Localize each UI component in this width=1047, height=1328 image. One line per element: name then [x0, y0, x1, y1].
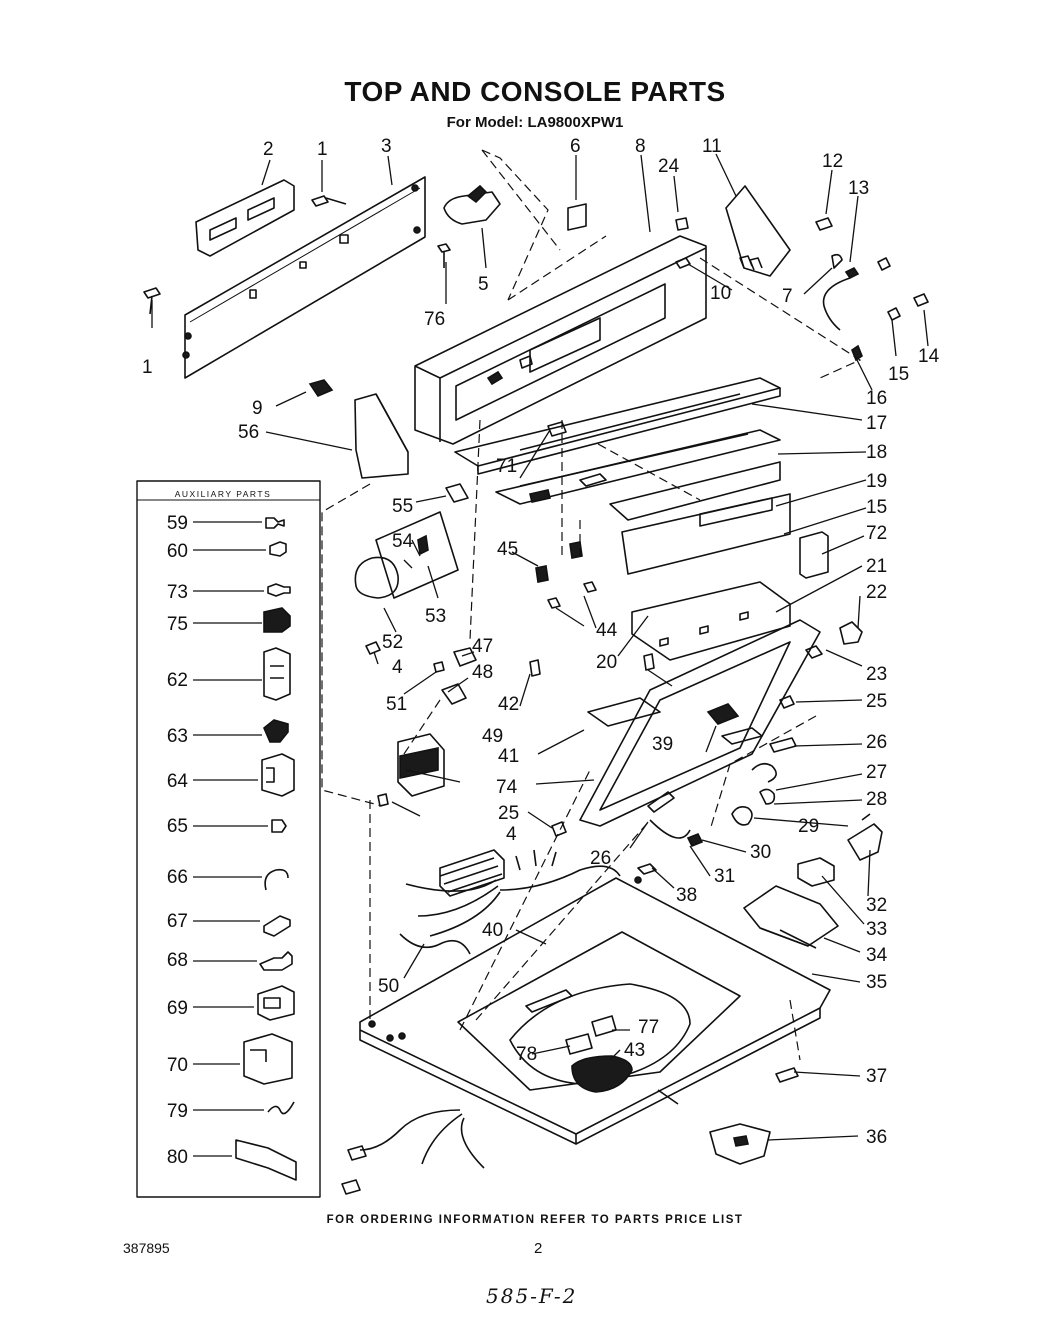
aux-item-label: 75	[167, 614, 188, 635]
auxiliary-parts-panel: AUXILIARY PARTS 59 60 73 75 62 63 64 65 …	[136, 480, 321, 1198]
callout-29: 29	[798, 816, 819, 837]
callout-39: 39	[652, 734, 673, 755]
callout-41: 41	[498, 746, 519, 767]
callout-3: 3	[381, 136, 392, 157]
callout-48: 48	[472, 662, 493, 683]
callout-1-top: 1	[317, 139, 328, 160]
callout-77: 77	[638, 1017, 659, 1038]
callout-25-right: 25	[866, 691, 887, 712]
callout-76: 76	[424, 309, 445, 330]
aux-item-label: 64	[167, 771, 189, 792]
callout-33: 33	[866, 919, 887, 940]
aux-item-label: 63	[167, 726, 188, 747]
callout-16: 16	[866, 388, 887, 409]
aux-part-drawings	[235, 517, 297, 1181]
document-number: 387895	[123, 1240, 170, 1256]
callout-14: 14	[918, 346, 940, 367]
callout-28: 28	[866, 789, 887, 810]
callout-leaders	[151, 153, 929, 1141]
console-assembly	[143, 176, 929, 947]
page-number: 2	[534, 1240, 543, 1257]
model-subtitle: For Model: LA9800XPW1	[446, 114, 624, 131]
assembly-lines	[321, 149, 862, 1061]
callout-30: 30	[750, 842, 771, 863]
callout-50: 50	[378, 976, 399, 997]
callout-7: 7	[782, 286, 793, 307]
callout-1-left: 1	[142, 357, 153, 378]
aux-item-label: 60	[167, 541, 188, 562]
callout-20: 20	[596, 652, 617, 673]
aux-item-label: 79	[167, 1101, 188, 1122]
callout-12: 12	[822, 151, 843, 172]
callout-10: 10	[710, 283, 731, 304]
callout-18: 18	[866, 442, 887, 463]
callout-22: 22	[866, 582, 887, 603]
aux-item-label: 59	[167, 513, 188, 534]
callout-6: 6	[570, 136, 581, 157]
callout-74: 74	[496, 777, 518, 798]
callout-21: 21	[866, 556, 887, 577]
callout-15-top: 15	[888, 364, 909, 385]
aux-item-label: 73	[167, 582, 188, 603]
callout-38: 38	[676, 885, 697, 906]
callout-19: 19	[866, 471, 887, 492]
aux-item-label: 69	[167, 998, 188, 1019]
callout-54: 54	[392, 531, 414, 552]
callout-26-right: 26	[866, 732, 887, 753]
callout-31: 31	[714, 866, 735, 887]
callout-42: 42	[498, 694, 519, 715]
page-title: TOP AND CONSOLE PARTS	[344, 76, 726, 107]
callout-40: 40	[482, 920, 503, 941]
callout-52: 52	[382, 632, 403, 653]
auxiliary-parts-heading: AUXILIARY PARTS	[175, 489, 272, 499]
callout-71: 71	[496, 456, 517, 477]
aux-item-label: 62	[167, 670, 188, 691]
callout-11: 11	[702, 136, 722, 157]
handwritten-note: 585-F-2	[486, 1284, 578, 1308]
callout-17: 17	[866, 413, 887, 434]
callout-4-mid: 4	[392, 657, 403, 678]
callout-37: 37	[866, 1066, 887, 1087]
callout-26-low: 26	[590, 848, 611, 869]
callout-51: 51	[386, 694, 407, 715]
callout-45: 45	[497, 539, 518, 560]
callout-8: 8	[635, 136, 646, 157]
callout-43: 43	[624, 1040, 645, 1061]
callout-35: 35	[866, 972, 887, 993]
ordering-info-note: FOR ORDERING INFORMATION REFER TO PARTS …	[326, 1214, 744, 1226]
aux-item-label: 67	[167, 911, 188, 932]
callout-25-left: 25	[498, 803, 519, 824]
callout-36: 36	[866, 1127, 887, 1148]
callout-72: 72	[866, 523, 887, 544]
aux-item-label: 70	[167, 1055, 188, 1076]
callout-44: 44	[596, 620, 618, 641]
callout-47: 47	[472, 636, 493, 657]
callout-27: 27	[866, 762, 887, 783]
callout-24: 24	[658, 156, 680, 177]
aux-item-label: 65	[167, 816, 188, 837]
aux-item-label: 66	[167, 867, 188, 888]
callout-34: 34	[866, 945, 888, 966]
callout-56: 56	[238, 422, 259, 443]
top-panel	[341, 849, 831, 1195]
callout-9: 9	[252, 398, 263, 419]
callout-labels: 2 1 3 6 8 24 11 12 13 5 7 10 76 1 14 15 …	[142, 136, 940, 1148]
callout-5: 5	[478, 274, 489, 295]
callout-32: 32	[866, 895, 887, 916]
callout-53: 53	[425, 606, 446, 627]
callout-13: 13	[848, 178, 869, 199]
callout-2: 2	[263, 139, 274, 160]
aux-item-label: 68	[167, 950, 188, 971]
callout-15-mid: 15	[866, 497, 887, 518]
callout-78: 78	[516, 1044, 537, 1065]
aux-item-label: 80	[167, 1147, 188, 1168]
callout-49: 49	[482, 726, 503, 747]
callout-55: 55	[392, 496, 413, 517]
callout-23: 23	[866, 664, 887, 685]
callout-4-low: 4	[506, 824, 517, 845]
